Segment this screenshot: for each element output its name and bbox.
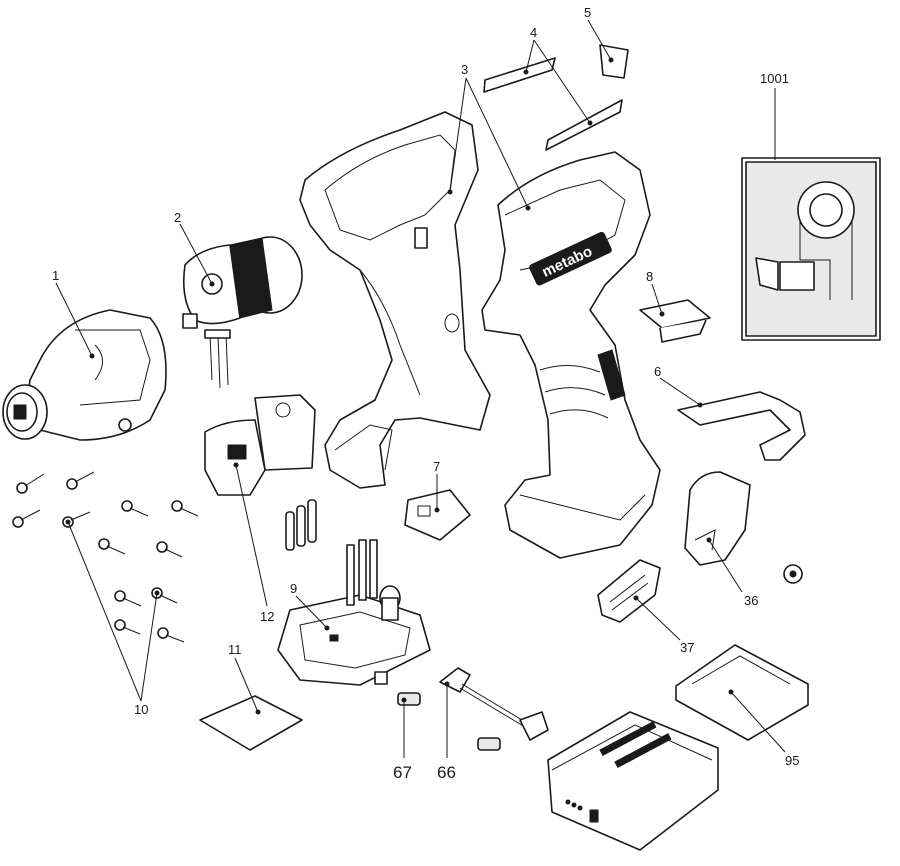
part-1-gear-housing xyxy=(2,309,167,441)
callout-8: 8 xyxy=(646,269,653,284)
part-4-label-strips xyxy=(483,57,623,151)
screw xyxy=(157,627,185,643)
screw xyxy=(12,509,41,528)
part-66-lock-rod xyxy=(439,667,549,751)
screw-36 xyxy=(783,564,803,584)
callout-7: 7 xyxy=(433,459,440,474)
part-9-electronics-board xyxy=(277,539,431,686)
callout-4: 4 xyxy=(530,25,537,40)
callout-9: 9 xyxy=(290,581,297,596)
screw xyxy=(114,590,142,607)
part-11-foil-pad xyxy=(199,695,303,751)
part-8-direction-slider xyxy=(639,299,711,343)
screw xyxy=(98,538,126,555)
callout-2: 2 xyxy=(174,210,181,225)
screw xyxy=(16,473,45,494)
part-12-trigger-switch xyxy=(204,394,316,496)
part-3-housing-right-shell: metabo xyxy=(481,151,661,559)
part-95-cover xyxy=(675,644,809,741)
battery-pack xyxy=(547,711,719,851)
screw xyxy=(66,471,95,490)
callout-1001: 1001 xyxy=(760,71,789,86)
part-1001-wiring-inset xyxy=(741,157,881,341)
part-2-motor xyxy=(182,236,303,389)
callout-37: 37 xyxy=(680,640,694,655)
callout-3: 3 xyxy=(461,62,468,77)
callout-36: 36 xyxy=(744,593,758,608)
callout-12: 12 xyxy=(260,609,274,624)
callout-5: 5 xyxy=(584,5,591,20)
part-10-screws xyxy=(12,471,199,643)
part-67-spring xyxy=(397,692,421,706)
callout-10: 10 xyxy=(134,702,148,717)
callout-67: 67 xyxy=(393,763,412,782)
part-5-tag xyxy=(599,44,629,79)
callout-11: 11 xyxy=(228,642,242,657)
part-3-housing-left-shell xyxy=(299,111,491,489)
rods xyxy=(285,499,317,551)
screw xyxy=(121,500,149,517)
callout-66: 66 xyxy=(437,763,456,782)
screw xyxy=(62,511,91,528)
part-6-bracket xyxy=(677,391,806,461)
part-36-clip xyxy=(684,471,751,566)
callout-6: 6 xyxy=(654,364,661,379)
screw xyxy=(156,541,183,558)
screw xyxy=(171,500,199,517)
screw xyxy=(114,619,141,635)
part-37-holder xyxy=(597,559,661,623)
part-7-switch-cover xyxy=(404,489,471,541)
callout-95: 95 xyxy=(785,753,799,768)
callout-leaders xyxy=(55,19,786,758)
callout-labels: 1 2 3 4 5 1001 8 6 7 12 9 10 11 67 66 36… xyxy=(52,5,799,782)
callout-1: 1 xyxy=(52,268,59,283)
